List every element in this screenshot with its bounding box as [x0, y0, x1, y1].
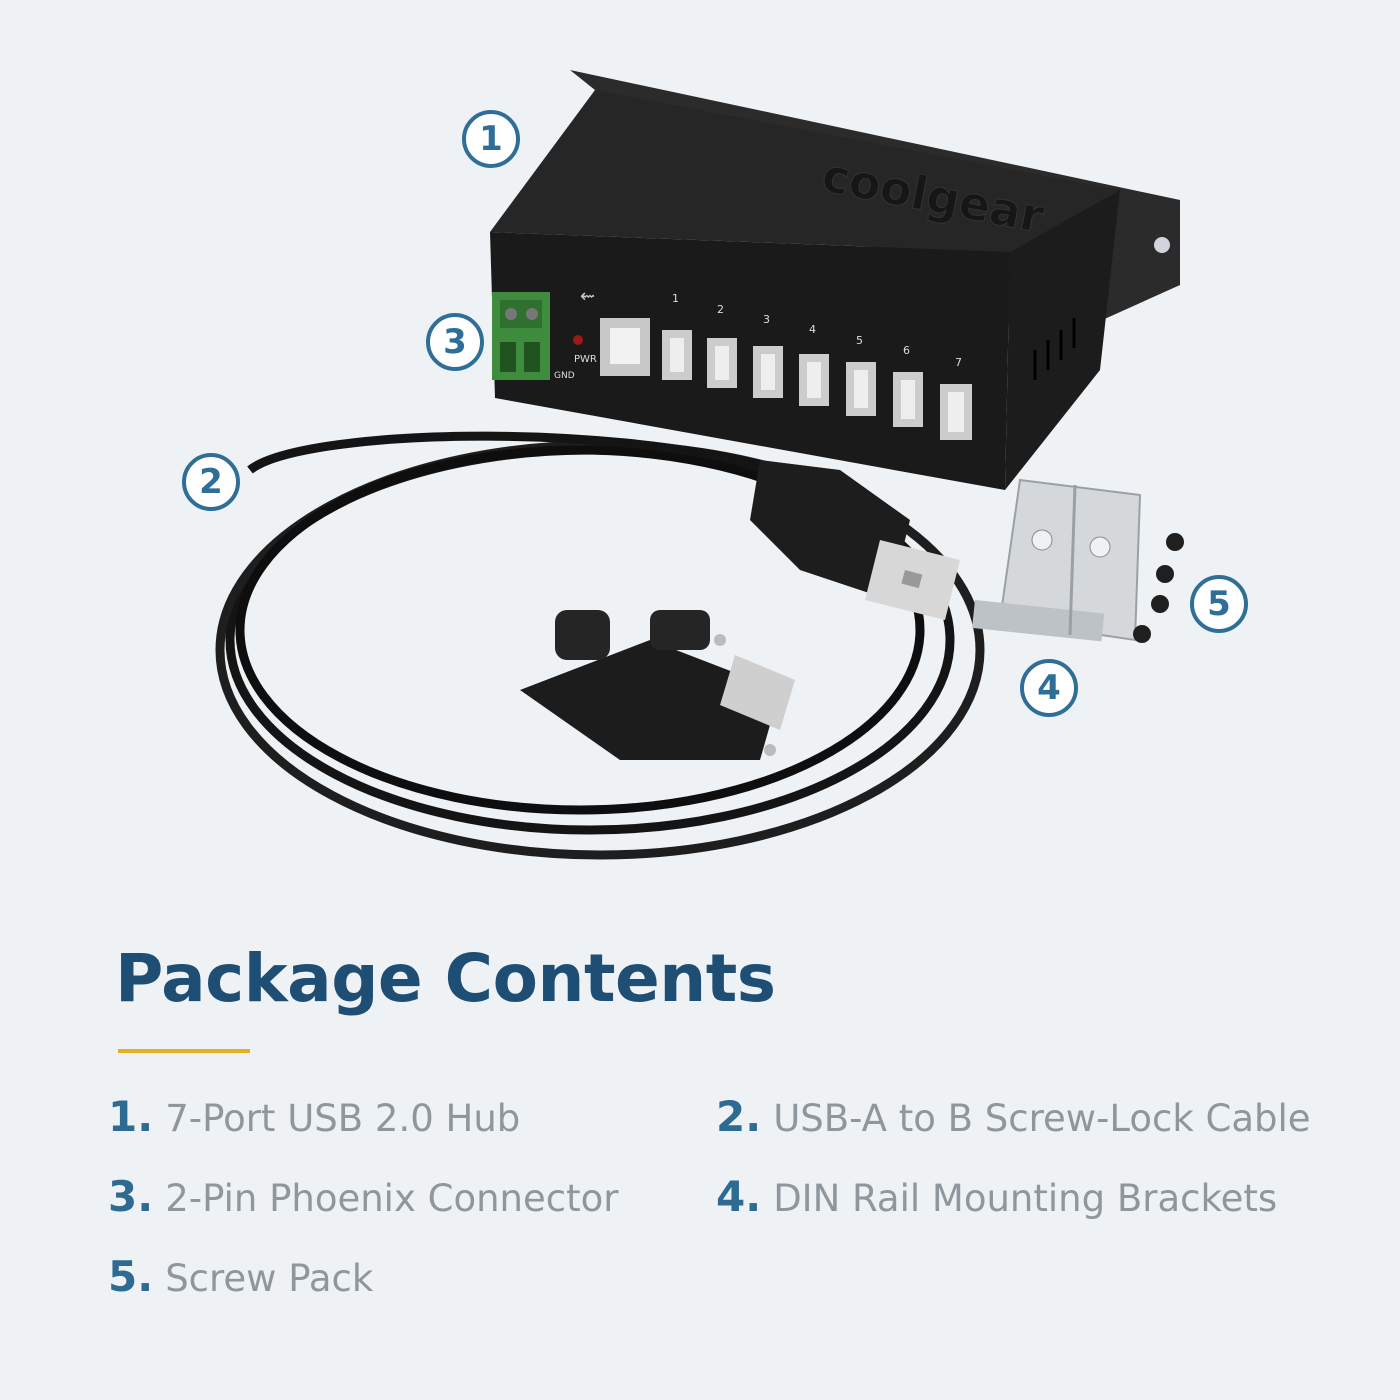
item-text: DIN Rail Mounting Brackets	[773, 1177, 1278, 1220]
port-number: 5	[856, 334, 863, 347]
gnd-label: GND	[554, 371, 575, 381]
page-title: Package Contents	[115, 940, 776, 1017]
callout-1: 1	[462, 110, 520, 168]
package-illustration: coolgear PWR GND ⇜ 1 2 3 4 5 6 7	[215, 70, 1184, 860]
port-number: 6	[903, 344, 910, 357]
product-photo: coolgear PWR GND ⇜ 1 2 3 4 5 6 7	[182, 70, 1248, 860]
contents-item: 3. 2-Pin Phoenix Connector	[108, 1172, 618, 1221]
usb-b-port	[600, 318, 650, 376]
item-text: USB-A to B Screw-Lock Cable	[773, 1097, 1311, 1140]
screw	[1166, 533, 1184, 551]
item-number: 3.	[108, 1172, 154, 1221]
item-number: 4.	[716, 1172, 762, 1221]
screw	[1156, 565, 1174, 583]
title-underline	[118, 1049, 250, 1053]
port-number: 4	[809, 323, 816, 336]
item-number: 5.	[108, 1252, 154, 1301]
contents-item: 2. USB-A to B Screw-Lock Cable	[716, 1092, 1311, 1141]
item-number: 1.	[108, 1092, 154, 1141]
usb-a-plug	[750, 460, 960, 620]
contents-item: 4. DIN Rail Mounting Brackets	[716, 1172, 1277, 1221]
usb-a-port: 2	[707, 303, 737, 388]
usb-a-port: 5	[846, 334, 876, 416]
port-number: 7	[955, 356, 962, 369]
hub-top	[490, 90, 1120, 252]
screw	[1151, 595, 1169, 613]
phoenix-connector	[492, 292, 550, 380]
item-text: 2-Pin Phoenix Connector	[165, 1177, 619, 1220]
usb-a-port: 3	[753, 313, 783, 398]
contents-item: 5. Screw Pack	[108, 1252, 373, 1301]
port-number: 3	[763, 313, 770, 326]
item-text: Screw Pack	[165, 1257, 374, 1300]
callout-4: 4	[1020, 659, 1078, 717]
pwr-label: PWR	[574, 354, 597, 365]
hub-front	[490, 232, 1010, 490]
port-number: 1	[672, 292, 679, 305]
port-number: 2	[717, 303, 724, 316]
usb-a-port: 4	[799, 323, 829, 406]
callout-5: 5	[1190, 575, 1248, 633]
usb-a-port: 1	[662, 292, 692, 380]
callout-3: 3	[426, 313, 484, 371]
hub-side-vents	[1033, 318, 1076, 380]
usb-cable	[215, 431, 985, 860]
screw-pack	[1133, 533, 1184, 643]
item-text: 7-Port USB 2.0 Hub	[165, 1097, 521, 1140]
usb-symbol-icon: ⇜	[580, 286, 595, 307]
pwr-led	[573, 335, 583, 345]
usb-a-port: 7	[940, 356, 972, 440]
item-number: 2.	[716, 1092, 762, 1141]
usb-b-screw-lock-plug	[520, 610, 795, 760]
callout-2: 2	[182, 453, 240, 511]
screw	[1133, 625, 1151, 643]
usb-a-port: 6	[893, 344, 923, 427]
din-rail-bracket	[972, 478, 1142, 642]
contents-item: 1. 7-Port USB 2.0 Hub	[108, 1092, 520, 1141]
